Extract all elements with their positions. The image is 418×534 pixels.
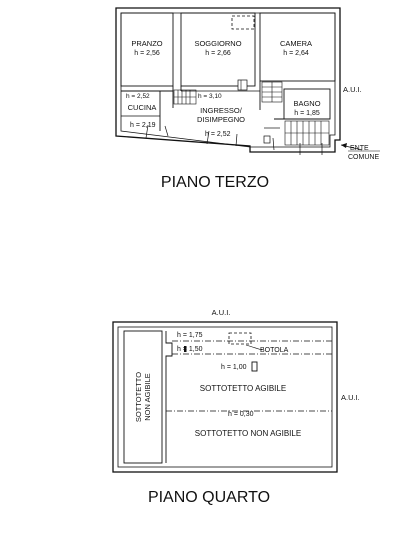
label-pranzo: PRANZO (131, 39, 162, 48)
label-bagno: BAGNO (293, 99, 320, 108)
height-ingresso: h = 3,10 (198, 93, 222, 100)
height-0-30: h = 0,30 (228, 411, 254, 418)
label-ente: ENTE (350, 145, 369, 152)
height-pranzo: h = 2,56 (134, 50, 160, 57)
small-opening (251, 361, 258, 372)
label-aui-right: A.U.I. (341, 393, 360, 402)
label-botola: BOTOLA (260, 347, 289, 354)
height-1-75: h = 1,75 (177, 332, 203, 339)
height-lower-left: h = 2,19 (130, 122, 156, 129)
soggiorno-dashed-box (231, 15, 255, 30)
label-soggiorno: SOGGIORNO (194, 39, 241, 48)
label-comune: COMUNE (348, 154, 379, 161)
room-side-non-agibile-outline (123, 330, 163, 464)
height-camera: h = 2,64 (283, 50, 309, 57)
floor-4-plan (112, 321, 338, 473)
stair-lower-right (284, 120, 330, 146)
label-aui-top: A.U.I. (212, 308, 231, 317)
height-lower-center: h = 2,52 (205, 131, 231, 138)
stair-camera (261, 81, 283, 103)
height-cucina: h = 2,52 (126, 93, 150, 100)
caption-piano-quarto: PIANO QUARTO (148, 489, 270, 506)
height-1-00: h = 1,00 (221, 364, 247, 371)
caption-piano-terzo: PIANO TERZO (161, 174, 269, 191)
floor-4-labels: A.U.I. A.U.I. h = 1,75 h = 1,50 BOTOLA h… (134, 308, 360, 506)
label-sottotetto-agibile: SOTTOTETTO AGIBILE (200, 384, 286, 393)
label-side-sottotetto: SOTTOTETTO (134, 372, 143, 422)
label-ingresso-line2: DISIMPEGNO (197, 115, 245, 124)
botola-dashed-box (228, 332, 252, 345)
room-pranzo-outline (120, 12, 174, 87)
label-camera: CAMERA (280, 39, 312, 48)
label-sottotetto-non-agibile: SOTTOTETTO NON AGIBILE (195, 429, 301, 438)
stair-ingresso (173, 89, 197, 105)
label-cucina: CUCINA (128, 103, 157, 112)
height-1-50: h = 1,50 (177, 346, 203, 353)
floor-3-plan (115, 7, 380, 155)
label-ingresso-line1: INGRESSO/ (200, 106, 243, 115)
floor-3-labels: PRANZO h = 2,56 SOGGIORNO h = 2,66 CAMER… (126, 39, 379, 191)
room-soggiorno-outline (180, 12, 256, 87)
room-camera-outline (259, 12, 336, 82)
height-bagno: h = 1,85 (294, 110, 320, 117)
label-side-non-agibile: NON AGIBILE (143, 373, 152, 421)
label-aui-floor3: A.U.I. (343, 85, 362, 94)
height-soggiorno: h = 2,66 (205, 50, 231, 57)
